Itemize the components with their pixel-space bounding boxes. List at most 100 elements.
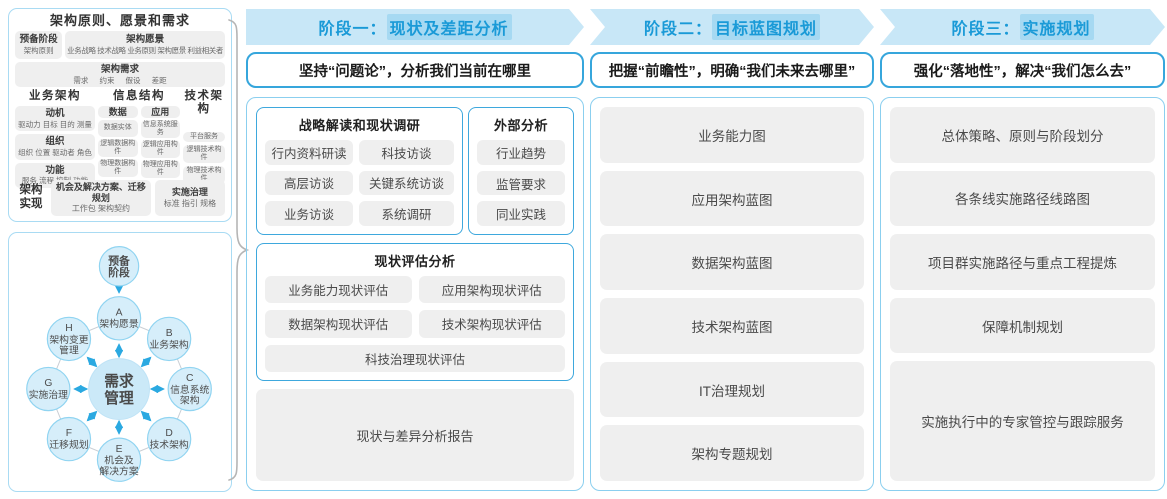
- deliverable-chip: 数据架构蓝图: [600, 234, 864, 291]
- adm-node-h-label1: 架构变更: [49, 333, 88, 346]
- deliverable-chip: 实施执行中的专家管控与跟踪服务: [890, 361, 1155, 481]
- adm-node-e: E 机会及 解决方案: [96, 437, 142, 482]
- phase-1-band-highlight: 现状及差距分析: [387, 14, 512, 40]
- strategy-research-box: 战略解读和现状调研 行内资料研读 科技访谈 高层访谈 关键系统访谈 业务访谈 系…: [256, 107, 464, 235]
- phases-container: 阶段一：现状及差距分析 坚持“问题论”，分析我们当前在哪里 战略解读和现状调研 …: [246, 9, 1165, 491]
- assessment-chip: 数据架构现状评估: [265, 310, 412, 338]
- motivation-box: 动机 驱动力 目标 目的 测量: [15, 106, 95, 132]
- adm-center-line1: 需求: [104, 372, 134, 390]
- deliverable-chip: 业务能力图: [600, 107, 864, 163]
- adm-node-e-label2: 解决方案: [99, 464, 138, 477]
- implementation-governance-title: 实施治理: [171, 187, 208, 198]
- opportunities-migration-box: 机会及解决方案、迁移规划 工作包 架构契约: [51, 180, 151, 216]
- phase-2-band: 阶段二：目标蓝图规划: [590, 9, 874, 45]
- phase-1-column: 阶段一：现状及差距分析 坚持“问题论”，分析我们当前在哪里 战略解读和现状调研 …: [246, 9, 584, 491]
- platform-service-chip: 平台服务: [183, 132, 225, 143]
- technology-architecture-column: 技术架构 平台服务 逻辑技术构件 物理技术构件: [183, 90, 225, 185]
- research-chip: 系统调研: [359, 201, 455, 226]
- physical-tech-chip: 物理技术构件: [183, 166, 225, 185]
- adm-node-c-label1: 信息系统: [170, 383, 209, 396]
- assessment-chip: 应用架构现状评估: [418, 276, 565, 304]
- business-architecture-title: 业务架构: [29, 90, 81, 102]
- phase-3-band-highlight: 实施规划: [1020, 14, 1094, 40]
- data-subcolumn: 数据 数据实体 逻辑数据构件 物理数据构件: [98, 106, 138, 177]
- adm-node-c: C 信息系统 架构: [167, 366, 212, 412]
- external-analysis-title: 外部分析: [494, 118, 549, 133]
- spacer: [183, 119, 225, 129]
- external-chip: 监管要求: [477, 170, 565, 196]
- deliverable-chip: 各条线实施路径线路图: [890, 170, 1155, 227]
- information-structure-column: 信息结构 数据 数据实体 逻辑数据构件 物理数据构件 应用 信息系统服务 逻辑应…: [98, 90, 180, 179]
- adm-center-line2: 管理: [104, 389, 134, 407]
- phase-2-column: 阶段二：目标蓝图规划 把握“前瞻性”，明确“我们未来去哪里” 业务能力图 应用架…: [590, 9, 874, 491]
- adm-node-g-letter: G: [44, 378, 52, 389]
- architecture-requirements-sub: 需求 约束 假设 差距: [73, 75, 167, 85]
- logical-tech-chip: 逻辑技术构件: [183, 145, 225, 164]
- deliverable-chip: 应用架构蓝图: [600, 170, 864, 227]
- deliverable-chip: 项目群实施路径与重点工程提炼: [890, 234, 1155, 290]
- implementation-governance-box: 实施治理 标准 指引 规格: [154, 180, 225, 216]
- assessment-chip: 科技治理现状评估: [265, 344, 565, 372]
- logical-data-chip: 逻辑数据构件: [98, 138, 138, 157]
- architecture-vision-sub: 业务战略 技术战略 业务原则 架构愿景 利益相关者: [67, 46, 223, 56]
- panel-title: 架构原则、愿景和需求: [49, 13, 190, 28]
- adm-node-g: G 实施治理: [26, 366, 71, 412]
- external-chip: 同业实践: [477, 201, 565, 227]
- phase-3-band-prefix: 阶段三：: [951, 21, 1020, 38]
- adm-node-b: B 业务架构: [146, 316, 192, 362]
- phase-1-content: 战略解读和现状调研 行内资料研读 科技访谈 高层访谈 关键系统访谈 业务访谈 系…: [246, 97, 584, 491]
- adm-cycle-diagram: 预备 阶段 需求 管理 A 架构愿景 B 业务架构: [26, 246, 212, 482]
- organization-sub: 组织 位置 驱动者 角色: [18, 148, 92, 158]
- assessment-box: 现状评估分析 业务能力现状评估 应用架构现状评估 数据架构现状评估 技术架构现状…: [256, 243, 574, 381]
- research-chip: 行内资料研读: [265, 140, 353, 165]
- adm-node-f-letter: F: [66, 428, 72, 439]
- deliverable-chip: 架构专题规划: [600, 425, 864, 482]
- assessment-chip: 业务能力现状评估: [265, 276, 412, 304]
- deliverable-chip: IT治理规划: [600, 361, 864, 418]
- physical-data-chip: 物理数据构件: [98, 158, 138, 177]
- adm-node-h-label2: 管理: [59, 344, 79, 357]
- application-subcolumn: 应用 信息系统服务 逻辑应用构件 物理应用构件: [140, 106, 180, 179]
- adm-node-h-letter: H: [65, 323, 72, 334]
- research-chip: 业务访谈: [265, 201, 353, 226]
- phase-1-band: 阶段一：现状及差距分析: [246, 9, 584, 45]
- strategy-research-title: 战略解读和现状调研: [298, 118, 421, 133]
- adm-node-h: H 架构变更 管理: [46, 316, 92, 362]
- adm-node-b-letter: B: [166, 328, 173, 339]
- info-system-service-chip: 信息系统服务: [140, 120, 180, 139]
- architecture-domains-row: 业务架构 动机 驱动力 目标 目的 测量 组织 组织 位置 驱动者 角色 功能 …: [15, 90, 225, 188]
- architecture-principles-panel: 架构原则、愿景和需求 预备阶段 架构原则 架构愿景 业务战略 技术战略 业务原则…: [8, 8, 232, 222]
- data-subhead: 数据: [98, 106, 138, 118]
- adm-node-a-letter: A: [116, 307, 123, 318]
- organization-box: 组织 组织 位置 驱动者 角色: [15, 134, 95, 160]
- architecture-realization-row: 架构实现 机会及解决方案、迁移规划 工作包 架构契约 实施治理 标准 指引 规格: [15, 180, 225, 216]
- phase-3-subtitle: 强化“落地性”，解决“我们怎么去”: [880, 52, 1165, 88]
- adm-node-a: A 架构愿景: [96, 296, 142, 341]
- adm-node-a-label: 架构愿景: [99, 317, 138, 330]
- deliverable-chip: 保障机制规划: [890, 297, 1155, 354]
- external-chip: 行业趋势: [477, 140, 565, 165]
- prep-phase-box: 预备阶段 架构原则: [15, 31, 63, 59]
- adm-node-c-letter: C: [186, 373, 194, 384]
- phase-2-band-prefix: 阶段二：: [643, 21, 712, 38]
- architecture-realization-label: 架构实现: [19, 184, 43, 210]
- double-arrow-icons: [73, 343, 165, 435]
- adm-node-prep: 预备 阶段: [98, 246, 140, 287]
- adm-cycle-panel: 预备 阶段 需求 管理 A 架构愿景 B 业务架构: [8, 232, 232, 492]
- implementation-governance-sub: 标准 指引 规格: [163, 198, 217, 208]
- assessment-title: 现状评估分析: [374, 254, 456, 269]
- architecture-requirements-title: 架构需求: [100, 63, 139, 75]
- prep-phase-title: 预备阶段: [19, 34, 58, 46]
- assessment-chip: 技术架构现状评估: [418, 310, 565, 338]
- architecture-vision-box: 架构愿景 业务战略 技术战略 业务原则 架构愿景 利益相关者: [65, 31, 225, 59]
- adm-prep-line2: 阶段: [108, 265, 130, 279]
- technology-architecture-title: 技术架构: [184, 90, 224, 115]
- adm-node-e-letter: E: [116, 444, 123, 455]
- adm-node-d-label: 技术架构: [149, 438, 188, 451]
- motivation-sub: 驱动力 目标 目的 测量: [18, 119, 92, 129]
- application-subhead: 应用: [140, 106, 180, 118]
- curly-brace-icon: [228, 19, 250, 481]
- external-analysis-list: 行业趋势 监管要求 同业实践: [477, 140, 565, 227]
- adm-node-d-letter: D: [165, 428, 172, 439]
